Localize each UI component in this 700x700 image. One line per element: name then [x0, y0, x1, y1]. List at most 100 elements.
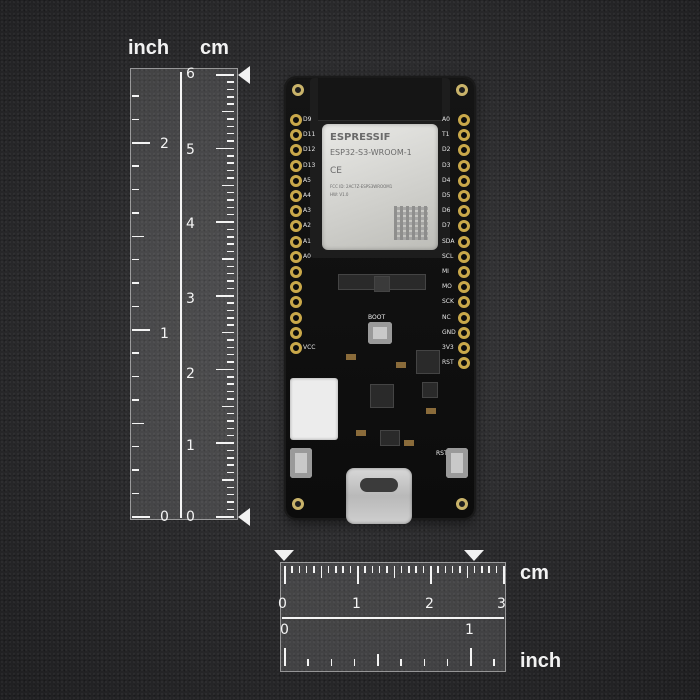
header-pin [290, 220, 302, 233]
vertical-inch-tick [132, 118, 139, 121]
horizontal-cm-tick [335, 566, 337, 573]
horizontal-inch-tick-label: 1 [465, 622, 474, 638]
vertical-cm-tick [227, 155, 234, 157]
vertical-cm-tick [227, 118, 234, 120]
vertical-cm-tick [227, 493, 234, 496]
vertical-ruler-cm-label: cm [200, 37, 229, 59]
vertical-cm-tick [227, 457, 234, 459]
pin-label: A0 [442, 116, 450, 123]
header-pin [458, 311, 470, 324]
small-ic [374, 276, 390, 292]
pin-label: D6 [442, 207, 451, 215]
header-pin [290, 281, 302, 294]
horizontal-cm-tick [305, 566, 308, 573]
vertical-inch-tick [132, 492, 139, 495]
vertical-cm-tick [227, 464, 234, 466]
vertical-inch-tick [132, 329, 150, 331]
header-pin [290, 205, 302, 218]
vertical-cm-tick [227, 501, 234, 503]
module-mark: CE [330, 166, 342, 176]
ic-chip [416, 350, 440, 374]
vertical-inch-tick [132, 235, 144, 237]
vertical-cm-tick [227, 434, 234, 437]
vertical-cm-tick [216, 368, 234, 371]
pin-label: T1 [442, 131, 450, 139]
vertical-cm-tick [216, 221, 234, 223]
pin-label: A2 [303, 222, 311, 230]
mounting-hole [292, 84, 304, 96]
horizontal-inch-tick [330, 659, 332, 666]
ic-chip [370, 384, 394, 408]
horizontal-cm-tick [393, 566, 395, 578]
horizontal-inch-tick [377, 654, 379, 666]
reset-button[interactable] [446, 448, 468, 478]
usb-c-port[interactable] [346, 468, 412, 524]
vertical-cm-tick [227, 449, 234, 452]
vertical-cm-tick [227, 250, 234, 253]
header-pin [458, 357, 470, 370]
header-pin [290, 250, 302, 263]
vertical-ruler-body [130, 68, 238, 520]
pin-label: D9 [303, 116, 312, 123]
header-pin [290, 129, 302, 142]
pin-label: MO [442, 283, 452, 291]
horizontal-cm-tick [415, 566, 417, 573]
vertical-cm-tick [216, 295, 234, 297]
vertical-cm-tick [227, 177, 234, 179]
vertical-inch-tick [132, 422, 144, 424]
vertical-cm-tick [227, 302, 234, 304]
horizontal-cm-tick [444, 566, 447, 573]
vertical-cm-tick-label: 1 [186, 438, 195, 454]
header-pin [458, 235, 470, 248]
vertical-cm-tick [227, 486, 234, 489]
pin-label: D12 [303, 146, 316, 154]
horizontal-ruler-cm-label: cm [520, 562, 549, 584]
vertical-cm-tick [227, 103, 234, 105]
vertical-inch-tick [132, 142, 150, 144]
horizontal-cm-tick [481, 566, 483, 573]
vertical-cm-tick [222, 258, 234, 260]
vertical-cm-tick [227, 508, 234, 511]
horizontal-cm-tick [349, 566, 352, 573]
vertical-inch-tick [132, 445, 139, 448]
horizontal-inch-tick-label: 0 [280, 622, 289, 638]
header-pin [458, 326, 470, 339]
horizontal-cm-tick [320, 566, 322, 578]
vertical-cm-tick-label: 5 [186, 142, 195, 158]
vertical-cm-tick [227, 383, 234, 385]
pin-label: NC [442, 313, 451, 321]
horizontal-ruler-inch-label: inch [520, 650, 562, 672]
vertical-cm-tick [216, 442, 234, 444]
header-pin [458, 129, 470, 142]
pin-label: D11 [303, 131, 316, 139]
horizontal-ruler-left-marker [274, 550, 294, 561]
vertical-cm-tick [222, 479, 234, 481]
vertical-inch-tick-label: 2 [160, 136, 169, 152]
header-pin [290, 174, 302, 187]
battery-jst-connector[interactable] [290, 378, 338, 440]
horizontal-inch-tick [470, 648, 472, 666]
smd-component [396, 362, 406, 368]
module-brand: ESPRESSIF [330, 132, 391, 143]
boot-button[interactable] [368, 322, 392, 344]
vertical-cm-tick [216, 74, 234, 76]
smd-component [356, 430, 366, 436]
vertical-cm-tick [222, 110, 234, 113]
vertical-inch-tick [132, 165, 139, 167]
vertical-inch-tick [132, 352, 139, 354]
horizontal-cm-tick [327, 566, 330, 573]
vertical-cm-tick-label: 6 [186, 66, 195, 82]
smd-component [426, 408, 436, 414]
vertical-cm-tick [227, 427, 234, 430]
horizontal-ruler-right-marker [464, 550, 484, 561]
header-pin [458, 281, 470, 294]
pin-label: D3 [442, 161, 451, 169]
horizontal-cm-tick [459, 566, 461, 573]
vertical-cm-tick [227, 471, 234, 474]
vertical-cm-tick [227, 199, 234, 201]
module-model: ESP32-S3-WROOM-1 [330, 148, 412, 157]
horizontal-ruler-center-line [282, 617, 504, 619]
left-side-button[interactable] [290, 448, 312, 478]
vertical-cm-tick [227, 390, 234, 393]
vertical-cm-tick-label: 2 [186, 366, 195, 382]
